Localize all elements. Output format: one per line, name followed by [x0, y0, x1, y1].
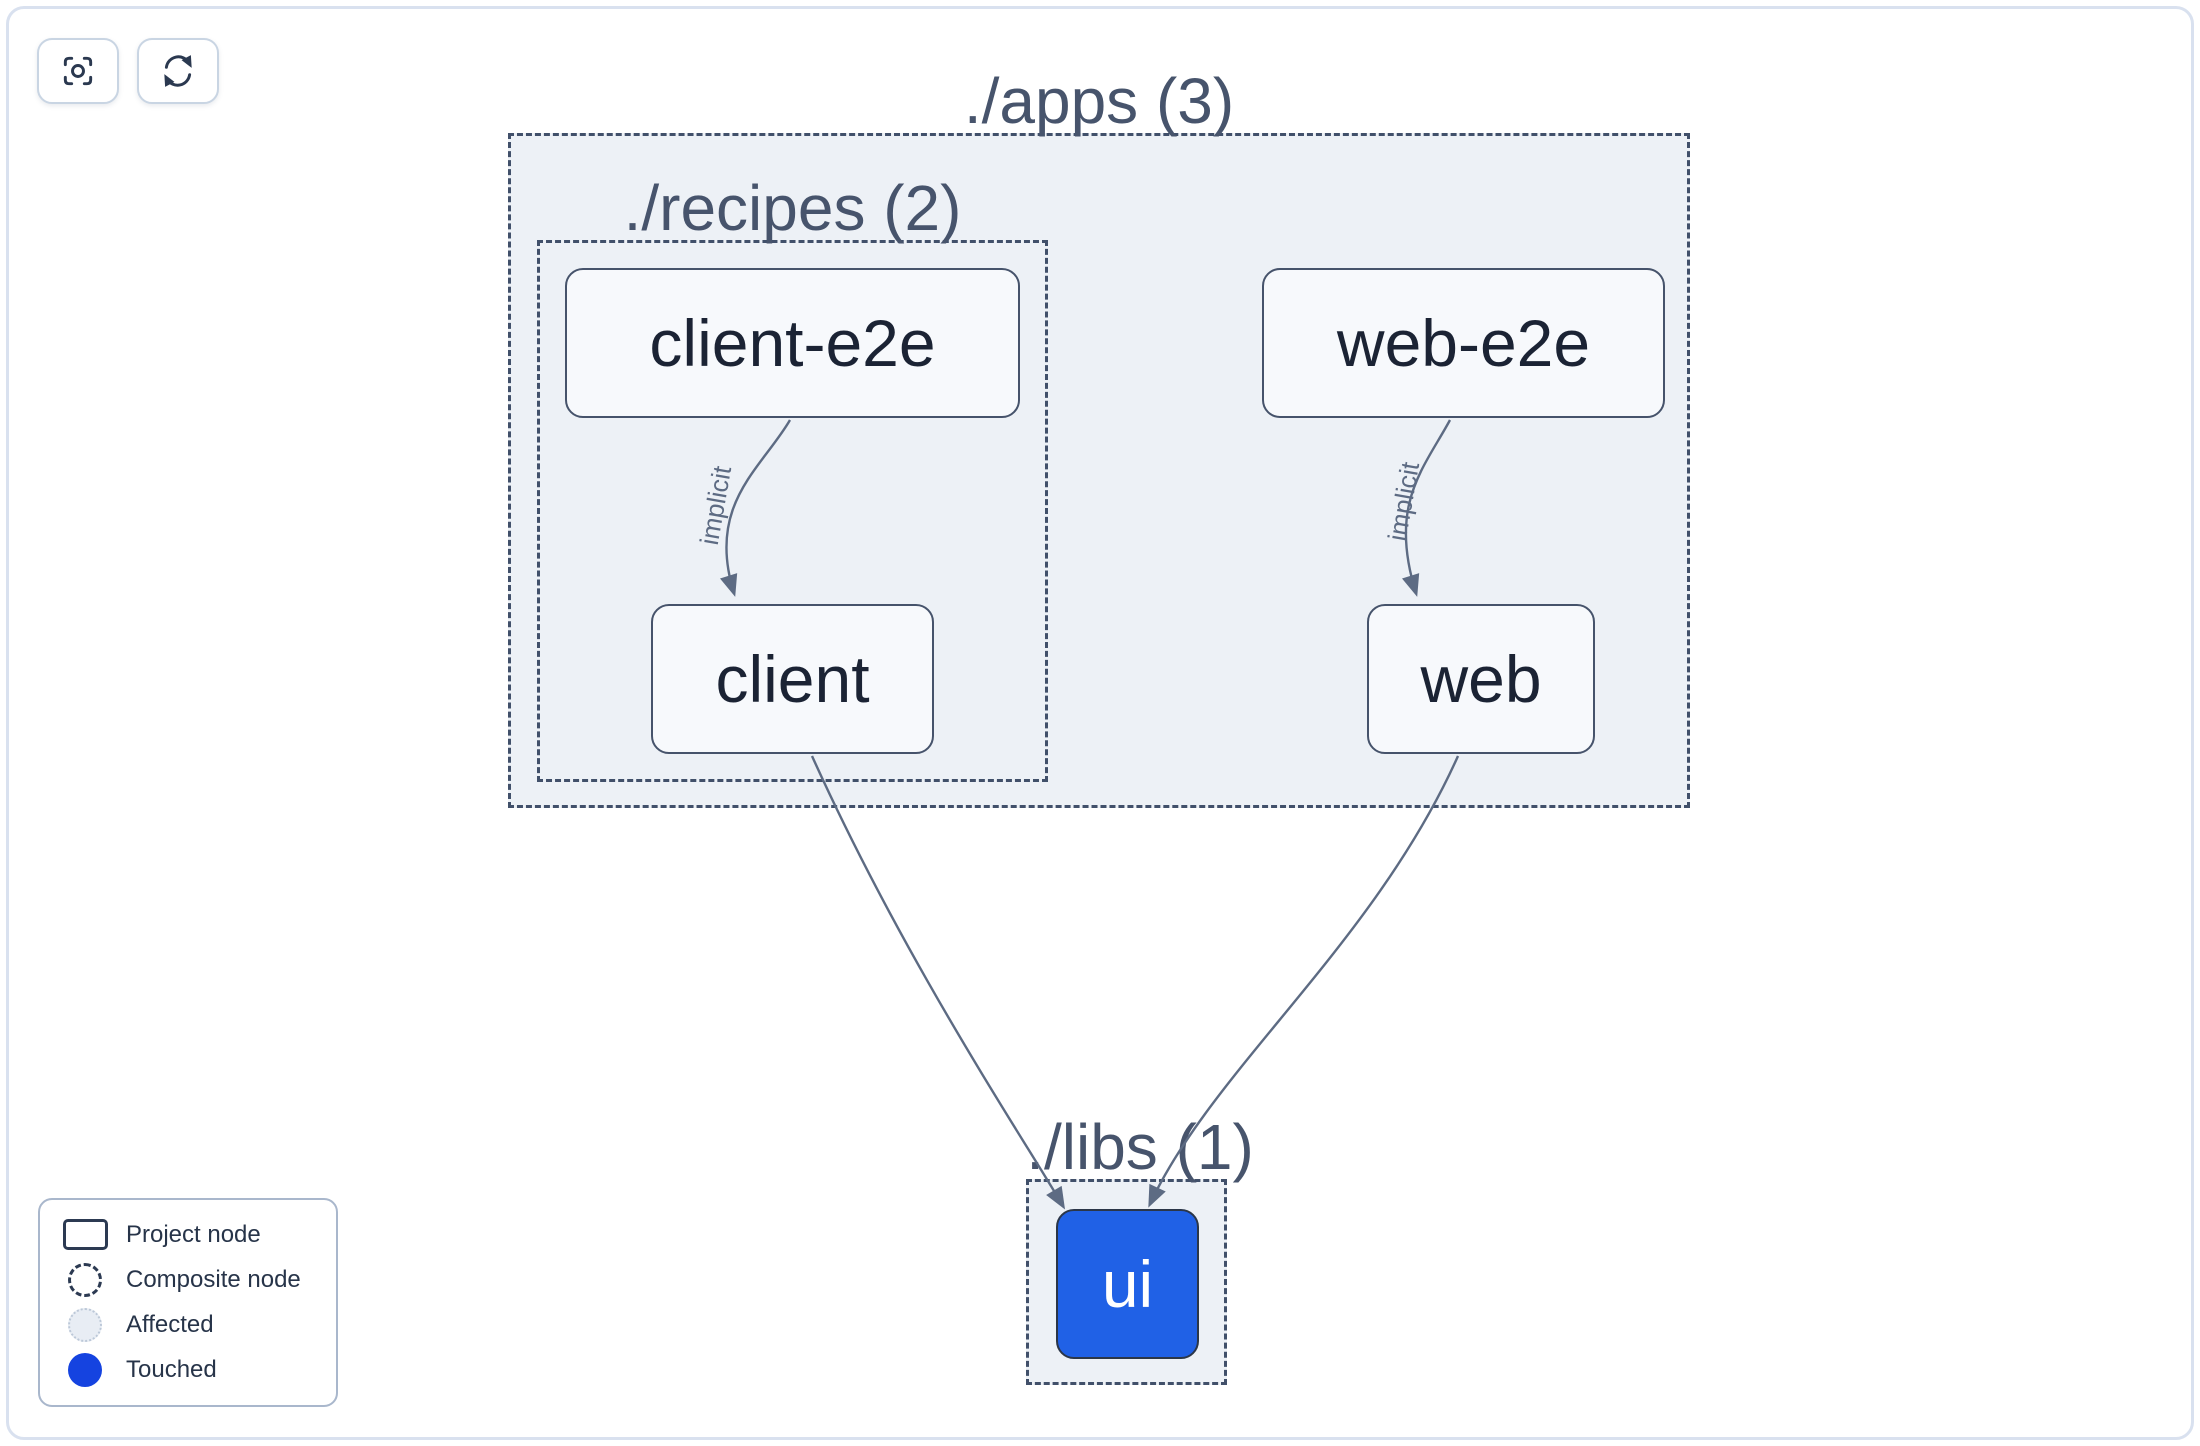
node-ui-touched[interactable]: ui	[1056, 1209, 1199, 1359]
composite-title-recipes[interactable]: ./recipes (2)	[623, 172, 962, 244]
legend-label: Composite node	[126, 1265, 301, 1293]
composite-title-libs[interactable]: ./libs (1)	[1026, 1111, 1254, 1183]
legend-label: Affected	[126, 1311, 214, 1339]
scan-focus-icon	[59, 52, 97, 90]
legend-panel: Project node Composite node Affected Tou…	[38, 1198, 338, 1407]
edge-client-to-ui[interactable]	[810, 755, 1066, 1210]
refresh-button[interactable]	[137, 38, 219, 104]
touched-swatch-icon	[68, 1353, 102, 1388]
legend-item-affected: Affected	[56, 1304, 320, 1346]
legend-label: Touched	[126, 1356, 217, 1384]
node-label: ui	[1101, 1247, 1154, 1321]
node-label: web-e2e	[1336, 306, 1591, 380]
node-label: web	[1420, 642, 1542, 716]
project-node-swatch-icon	[62, 1219, 108, 1251]
legend-item-touched: Touched	[56, 1349, 320, 1391]
refresh-icon	[159, 52, 197, 90]
node-label: client-e2e	[649, 306, 936, 380]
edge-client-e2e-to-client[interactable]	[720, 419, 792, 597]
composite-recipes[interactable]	[537, 240, 1048, 782]
edge-web-e2e-to-web[interactable]	[1402, 419, 1452, 597]
node-web[interactable]: web	[1367, 604, 1595, 754]
node-label: client	[715, 642, 870, 716]
composite-title-apps[interactable]: ./apps (3)	[963, 65, 1235, 137]
legend-item-composite-node: Composite node	[56, 1259, 320, 1301]
affected-swatch-icon	[68, 1308, 102, 1343]
legend-label: Project node	[126, 1220, 261, 1248]
node-client-e2e[interactable]: client-e2e	[565, 268, 1020, 418]
zoom-to-fit-button[interactable]	[37, 38, 119, 104]
node-client[interactable]: client	[651, 604, 934, 754]
edge-web-to-ui[interactable]	[1148, 755, 1460, 1208]
composite-node-swatch-icon	[68, 1262, 102, 1297]
node-web-e2e[interactable]: web-e2e	[1262, 268, 1665, 418]
legend-item-project-node: Project node	[56, 1214, 320, 1256]
